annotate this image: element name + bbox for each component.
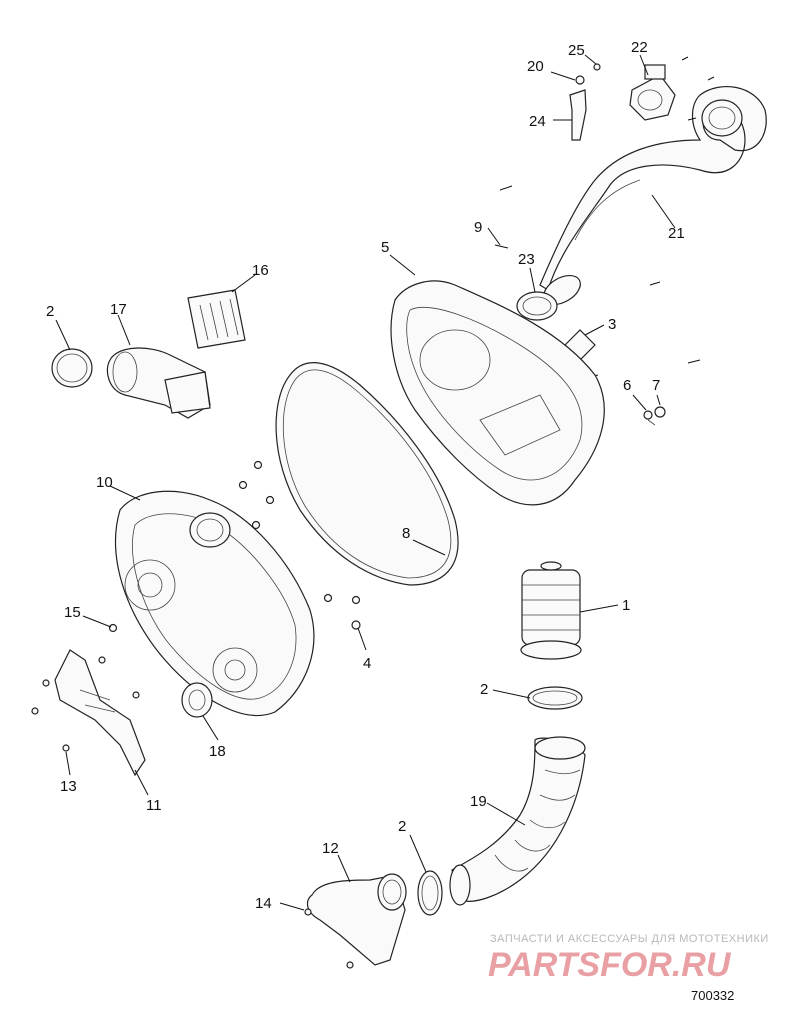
part-19-hose [449, 736, 586, 906]
callout-2-middle: 2 [480, 681, 488, 698]
callout-11: 11 [146, 797, 162, 814]
callout-17: 17 [110, 301, 127, 318]
callout-10: 10 [96, 474, 113, 491]
part-12-outlet-duct [306, 873, 407, 966]
callout-25: 25 [568, 42, 585, 59]
callout-1: 1 [622, 597, 630, 614]
callout-20: 20 [527, 58, 544, 75]
part-17-inlet-boot [106, 347, 211, 419]
part-16-screen [187, 289, 246, 349]
callout-13: 13 [60, 778, 77, 795]
part-23-clamp [516, 291, 558, 321]
callout-7: 7 [652, 377, 660, 394]
callout-5: 5 [381, 239, 389, 256]
part-22-flange [629, 64, 676, 121]
part-4-bolts [238, 460, 361, 630]
callout-9: 9 [474, 219, 482, 236]
callout-21: 21 [668, 225, 685, 242]
watermark-logo: PARTSFOR.RU [488, 946, 732, 984]
figure-number: 700332 [691, 988, 734, 1003]
part-1-filter [520, 561, 582, 660]
part-2-clamp-middle [527, 686, 583, 710]
callout-18: 18 [209, 743, 226, 760]
callout-3: 3 [608, 316, 616, 333]
callout-2-top-left: 2 [46, 303, 54, 320]
part-10-inner-cover [114, 490, 315, 717]
part-21-intake-duct [539, 86, 767, 306]
part-24-bracket [569, 63, 601, 141]
part-5-outer-cover [390, 280, 605, 506]
leader-lines [55, 54, 676, 911]
callout-12: 12 [322, 840, 339, 857]
callout-16: 16 [252, 262, 269, 279]
watermark: ЗАПЧАСТИ И АКСЕССУАРЫ ДЛЯ МОТОТЕХНИКИ PA… [488, 933, 769, 984]
callout-8: 8 [402, 525, 410, 542]
watermark-tagline: ЗАПЧАСТИ И АКСЕССУАРЫ ДЛЯ МОТОТЕХНИКИ [490, 933, 769, 945]
callout-6: 6 [623, 377, 631, 394]
callout-19: 19 [470, 793, 487, 810]
part-11-bracket [54, 649, 146, 777]
callout-15: 15 [64, 604, 81, 621]
part-8-drive-belt [275, 362, 459, 586]
callout-4: 4 [363, 655, 371, 672]
part-18-seal [181, 682, 213, 718]
callout-14: 14 [255, 895, 272, 912]
part-14-fasteners [304, 908, 354, 969]
callout-22: 22 [631, 39, 648, 56]
callout-24: 24 [529, 113, 546, 130]
loose-fasteners-left [31, 623, 140, 752]
callout-labels: 1 2 2 2 3 4 5 6 7 8 9 10 11 12 13 14 15 … [46, 39, 685, 912]
part-6-7-fasteners [643, 406, 666, 426]
callout-23: 23 [518, 251, 535, 268]
part-2-clamp-bottom [417, 870, 443, 916]
part-2-clamp-top [51, 348, 93, 388]
callout-2-bottom: 2 [398, 818, 406, 835]
